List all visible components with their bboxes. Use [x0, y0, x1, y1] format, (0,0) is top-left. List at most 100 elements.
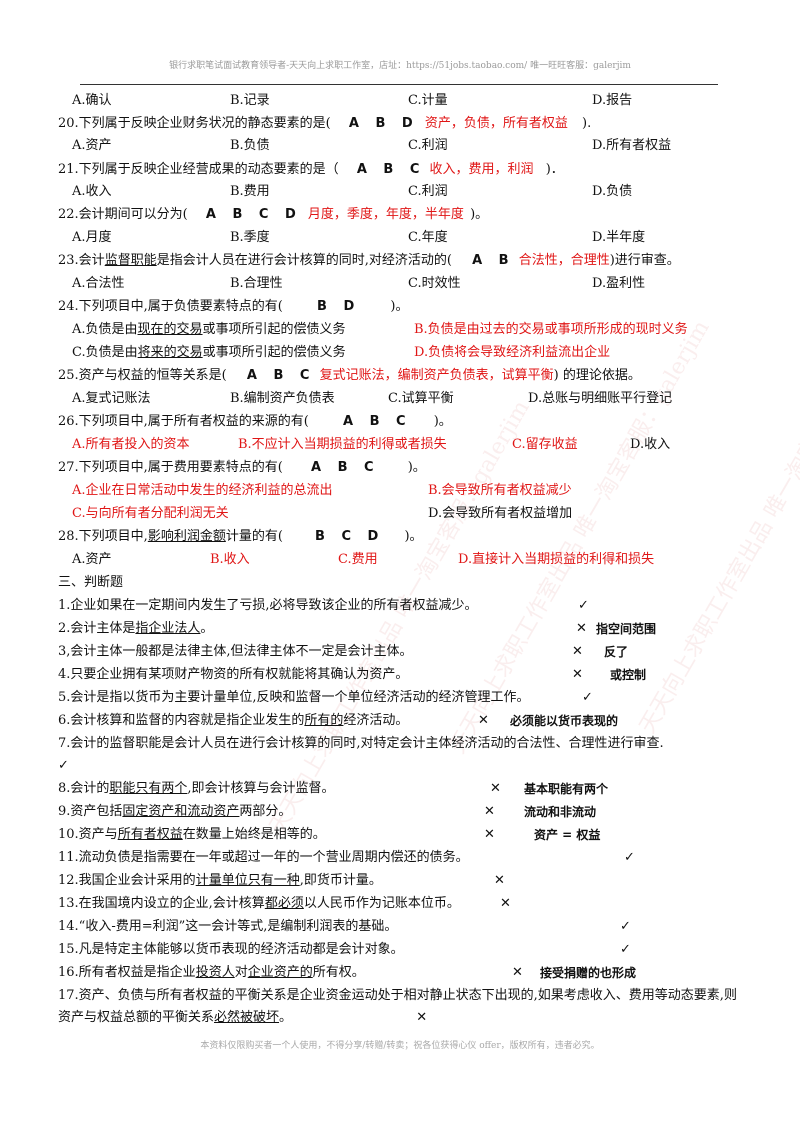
option-correct: B.收入	[210, 552, 250, 567]
statement: 15.凡是特定主体能够以货币表现的经济活动都是会计对象。	[58, 942, 404, 957]
judgment-16: 16.所有者权益是指企业投资人对企业资产的所有权。 ✕ 接受捐赠的也形成	[58, 962, 748, 984]
correction-note: 基本职能有两个	[524, 782, 609, 796]
statement: 7.会计的监督职能是会计人员在进行会计核算的同时,对特定会计主体经济活动的合法性…	[58, 736, 664, 751]
question-20: 20.下列属于反映企业财务状况的静态要素的是( A B D 资产，负债，所有者权…	[58, 113, 748, 135]
option: D.负债	[592, 184, 633, 199]
question-stem: 22.会计期间可以分为(	[58, 207, 188, 222]
answer-letters: A B C	[311, 460, 380, 475]
answer-letters: A B C	[356, 162, 426, 177]
option-correct: A.所有者投入的资本	[72, 437, 190, 452]
correction-note: 或控制	[610, 668, 647, 682]
q19-options: A.确认 B.记录 C.计量 D.报告	[58, 90, 748, 112]
judgment-11: 11.流动负债是指需要在一年或超过一年的一个营业周期内偿还的债务。 ✓	[58, 847, 748, 869]
judgment-4: 4.只要企业拥有某项财产物资的所有权就能将其确认为资产。 ✕ 或控制	[58, 664, 748, 686]
option: A.合法性	[72, 276, 125, 291]
header-rule	[80, 84, 718, 85]
statement: 17.资产、负债与所有者权益的平衡关系是企业资金运动处于相对静止状态下出现的,如…	[58, 988, 737, 1025]
underlined-term: 监督职能	[104, 253, 157, 268]
option: A.收入	[72, 184, 112, 199]
option: A.资产	[72, 552, 112, 567]
option: C.计量	[408, 93, 448, 108]
option-correct: B.会导致所有者权益减少	[428, 483, 572, 498]
answer-note: 资产，负债，所有者权益	[424, 116, 568, 131]
statement: 4.只要企业拥有某项财产物资的所有权就能将其确认为资产。	[58, 667, 409, 682]
check-mark: ✓	[624, 850, 635, 865]
question-28: 28.下列项目中,影响利润金额计量的有( B C D )。	[58, 526, 748, 548]
question-22: 22.会计期间可以分为( A B C D 月度，季度，年度，半年度 )。	[58, 204, 748, 226]
question-end: )．	[545, 162, 564, 177]
option-correct: D.直接计入当期损益的利得和损失	[458, 552, 655, 567]
statement: 6.会计核算和监督的内容就是指企业发生的所有的经济活动。	[58, 713, 409, 728]
option: A.资产	[72, 138, 112, 153]
answer-note: 月度，季度，年度，半年度	[307, 207, 464, 222]
answer-letters: A B	[472, 253, 515, 268]
correction-note: 必须能以货币表现的	[510, 714, 619, 728]
option: A.复式记账法	[72, 391, 151, 406]
option: D.盈利性	[592, 276, 646, 291]
check-mark: ✓	[582, 690, 593, 705]
option: A.负债是由现在的交易或事项所引起的偿债义务	[72, 322, 346, 337]
check-mark: ✓	[58, 758, 69, 773]
option: C.时效性	[408, 276, 461, 291]
option-correct: C.费用	[338, 552, 378, 567]
statement: 11.流动负债是指需要在一年或超过一年的一个营业周期内偿还的债务。	[58, 850, 469, 865]
option: D.收入	[630, 437, 671, 452]
answer-letters: A B C	[246, 368, 316, 383]
statement: 5.会计是指以货币为主要计量单位,反映和监督一个单位经济活动的经济管理工作。	[58, 690, 530, 705]
q20-options: A.资产 B.负债 C.利润 D.所有者权益	[58, 135, 748, 157]
option: B.负债	[230, 138, 270, 153]
option: B.合理性	[230, 276, 283, 291]
question-end: )。	[470, 207, 489, 222]
question-stem: 24.下列项目中,属于负债要素特点的有(	[58, 299, 283, 314]
correction-note: 接受捐赠的也形成	[540, 966, 637, 980]
option: B.季度	[230, 230, 270, 245]
cross-mark: ✕	[484, 804, 495, 819]
judgment-10: 10.资产与所有者权益在数量上始终是相等的。 ✕ 资产 = 权益	[58, 824, 748, 846]
statement: 9.资产包括固定资产和流动资产两部分。	[58, 804, 292, 819]
judgment-14: 14.“收入-费用=利润”这一会计等式,是编制利润表的基础。 ✓	[58, 916, 748, 938]
question-end: ) 的理论依据。	[553, 368, 641, 383]
question-stem: 26.下列项目中,属于所有者权益的来源的有(	[58, 414, 309, 429]
question-stem: 20.下列属于反映企业财务状况的静态要素的是(	[58, 116, 331, 131]
cross-mark: ✕	[478, 713, 489, 728]
option: C.年度	[408, 230, 448, 245]
option-correct: B.负债是由过去的交易或事项所形成的现时义务	[414, 322, 688, 337]
option-correct: C.与向所有者分配利润无关	[72, 506, 229, 521]
option: B.编制资产负债表	[230, 391, 335, 406]
judgment-7: 7.会计的监督职能是会计人员在进行会计核算的同时,对特定会计主体经济活动的合法性…	[58, 733, 748, 777]
option: A.月度	[72, 230, 112, 245]
judgment-9: 9.资产包括固定资产和流动资产两部分。 ✕ 流动和非流动	[58, 801, 748, 823]
q27-options-cd: C.与向所有者分配利润无关 D.会导致所有者权益增加	[58, 503, 748, 525]
option: C.利润	[408, 138, 448, 153]
statement: 12.我国企业会计采用的计量单位只有一种,即货币计量。	[58, 873, 382, 888]
judgment-6: 6.会计核算和监督的内容就是指企业发生的所有的经济活动。 ✕ 必须能以货币表现的	[58, 710, 748, 732]
q24-options-ab: A.负债是由现在的交易或事项所引起的偿债义务 B.负债是由过去的交易或事项所形成…	[58, 319, 748, 341]
statement: 13.在我国境内设立的企业,会计核算都必须以人民币作为记账本位币。	[58, 896, 460, 911]
option: B.费用	[230, 184, 270, 199]
option: C.利润	[408, 184, 448, 199]
question-stem: 计量的有(	[225, 529, 283, 544]
statement: 2.会计主体是指企业法人。	[58, 621, 214, 636]
statement: 14.“收入-费用=利润”这一会计等式,是编制利润表的基础。	[58, 919, 398, 934]
judgment-15: 15.凡是特定主体能够以货币表现的经济活动都是会计对象。 ✓	[58, 939, 748, 961]
check-mark: ✓	[620, 942, 631, 957]
q23-options: A.合法性 B.合理性 C.时效性 D.盈利性	[58, 273, 748, 295]
cross-mark: ✕	[576, 621, 587, 636]
question-end: ).	[582, 116, 592, 131]
option-correct: C.留存收益	[512, 437, 578, 452]
option: B.记录	[230, 93, 270, 108]
correction-note: 反了	[604, 645, 629, 659]
option: C.试算平衡	[388, 391, 454, 406]
judgment-8: 8.会计的职能只有两个,即会计核算与会计监督。 ✕ 基本职能有两个	[58, 778, 748, 800]
question-stem: 23.会计	[58, 253, 105, 268]
question-25: 25.资产与权益的恒等关系是( A B C 复式记账法，编制资产负债表，试算平衡…	[58, 365, 748, 387]
answer-letters: B C D	[315, 529, 385, 544]
check-mark: ✓	[578, 598, 589, 613]
option: C.负债是由将来的交易或事项所引起的偿债义务	[72, 345, 346, 360]
cross-mark: ✕	[500, 896, 511, 911]
option: D.所有者权益	[592, 138, 672, 153]
question-end: )。	[407, 460, 426, 475]
cross-mark: ✕	[494, 873, 505, 888]
answer-letters: A B C	[343, 414, 412, 429]
question-24: 24.下列项目中,属于负债要素特点的有( B D )。	[58, 296, 748, 318]
